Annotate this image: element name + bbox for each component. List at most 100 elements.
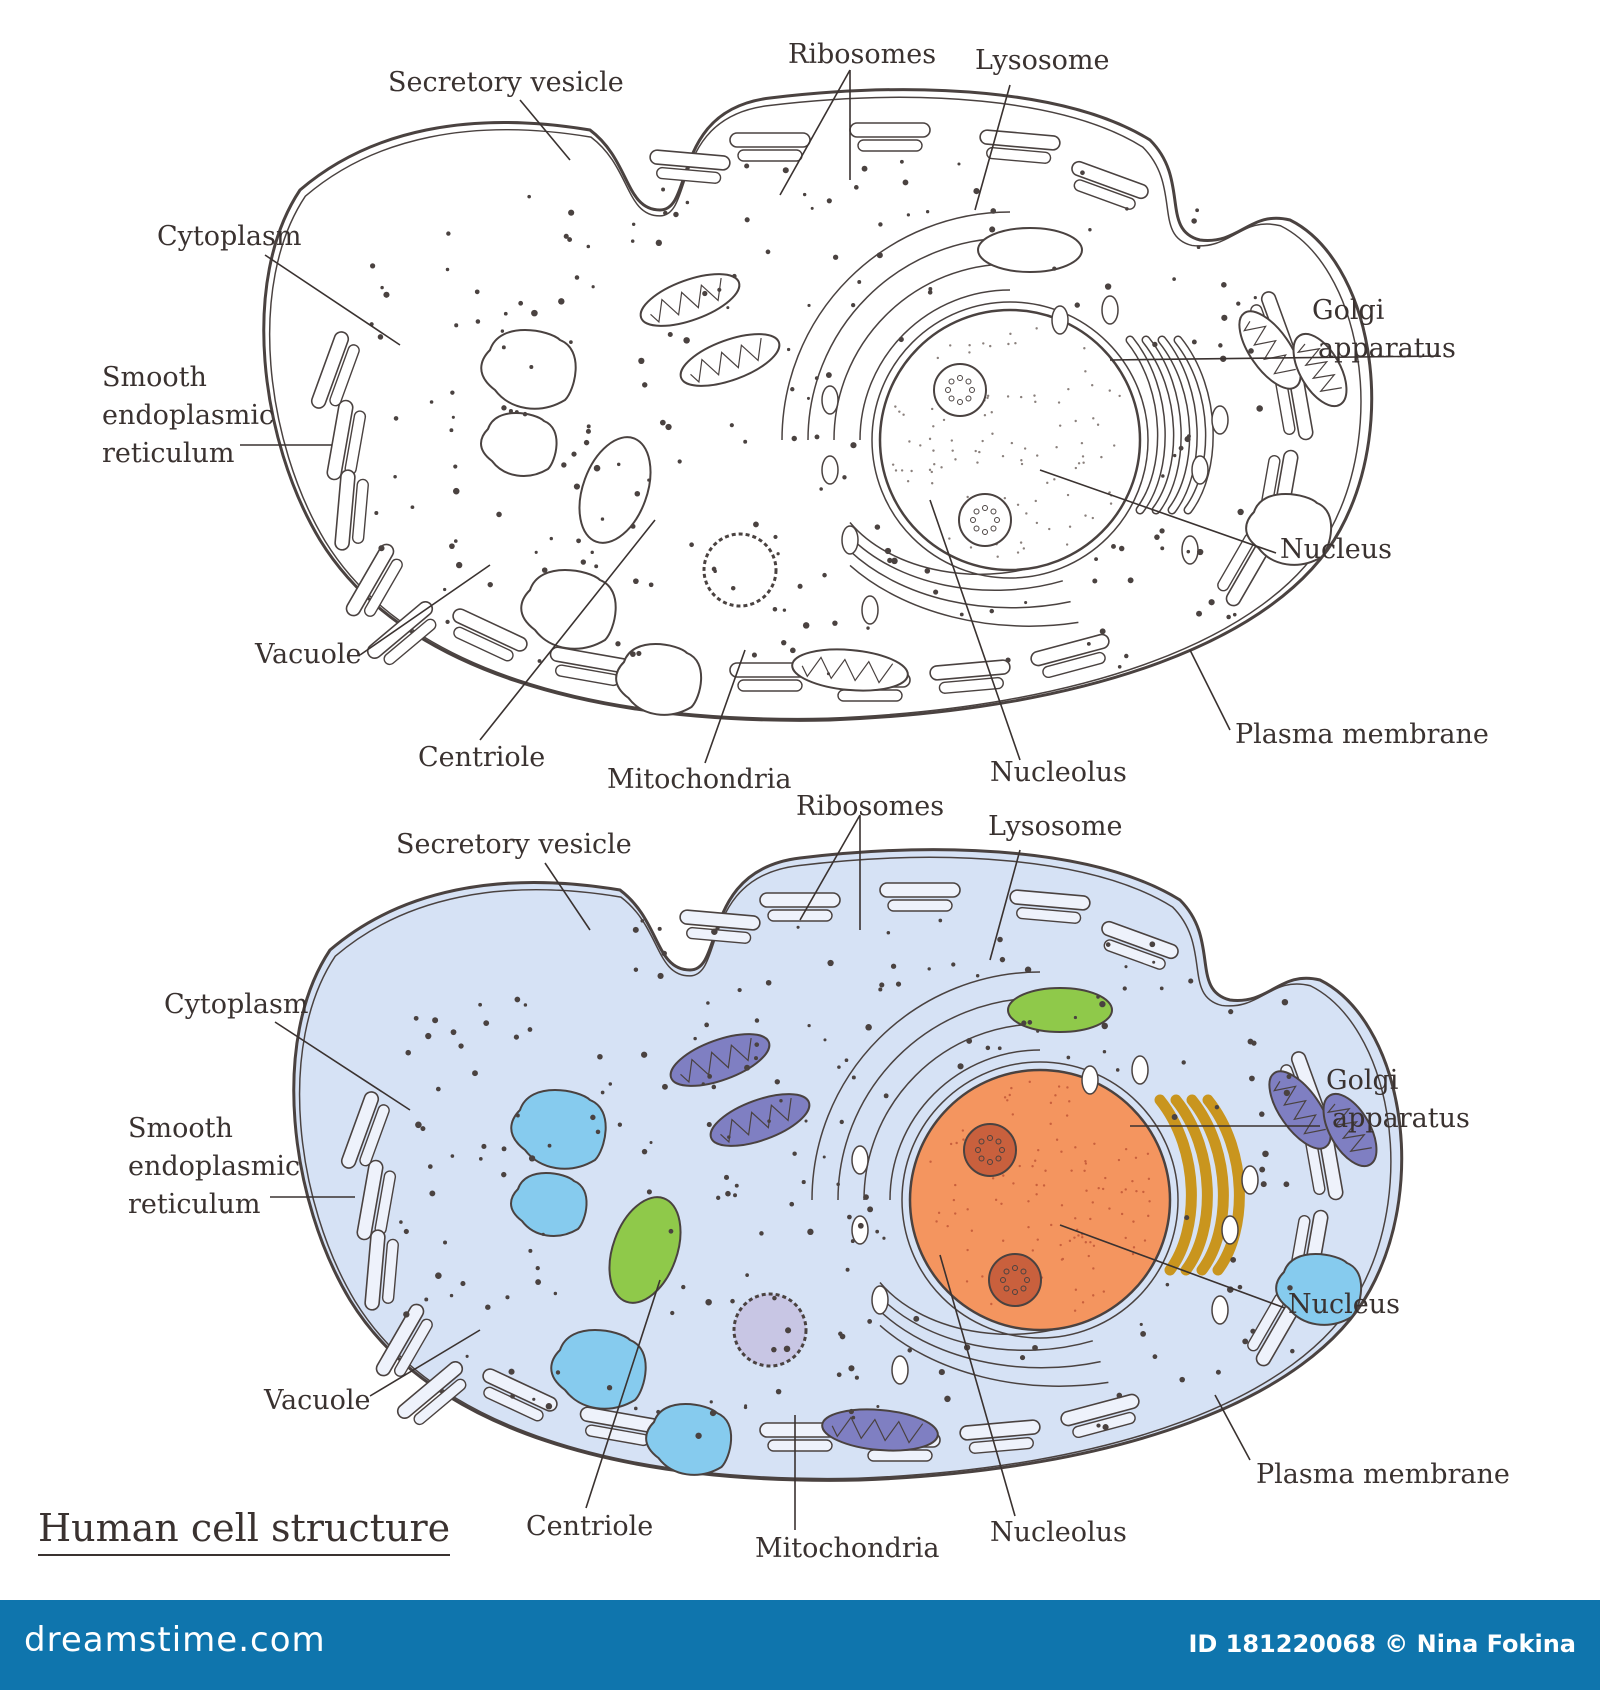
- ribosome-dot: [802, 192, 807, 197]
- ribosome-dot: [754, 1018, 760, 1023]
- ribosome-dot: [1052, 266, 1057, 271]
- ribosome-dot: [449, 1293, 454, 1298]
- chromatin-dot: [1035, 1193, 1038, 1196]
- smooth-er-cisterna: [986, 146, 1052, 164]
- nucleus: [878, 308, 1142, 572]
- ribosome-dot: [727, 1135, 731, 1139]
- ribosome-dot: [633, 1406, 638, 1411]
- ribosome-dot: [574, 275, 580, 280]
- ribosome-dot: [449, 543, 455, 550]
- smooth-er-cisterna: [879, 882, 961, 898]
- ribosome-dot: [535, 1279, 542, 1285]
- chromatin-dot: [1073, 1236, 1076, 1239]
- ribosome-dot: [933, 589, 939, 595]
- smooth-er-cisterna: [867, 1449, 933, 1462]
- rough-er-arc: [781, 211, 1011, 441]
- ribosome-dot: [796, 925, 800, 929]
- mitochondrion-crista: [1243, 321, 1296, 375]
- ribosome-dot: [659, 419, 666, 426]
- ribosome-dot: [906, 213, 910, 217]
- vesicle-body: [578, 436, 652, 544]
- ribosome-dot: [435, 1272, 442, 1279]
- chromatin-dot: [1067, 387, 1070, 391]
- ribosome-dot: [1196, 245, 1201, 250]
- ribosome-dot: [732, 273, 737, 279]
- chromatin-dot: [970, 1229, 974, 1232]
- chromatin-dot: [990, 411, 993, 414]
- ribosome-dot: [938, 1369, 945, 1376]
- ribosome-dot: [445, 267, 450, 272]
- ribosome-dot: [702, 290, 708, 297]
- nucleolus-granule: [982, 529, 988, 535]
- ribosome-dot: [924, 568, 931, 574]
- nucleolus-granule: [1020, 1268, 1027, 1275]
- rough-er-arc: [879, 1296, 1094, 1351]
- ribosome-dot: [779, 1099, 783, 1103]
- smooth-er-cisterna: [452, 608, 528, 652]
- ribosome-dot: [1221, 314, 1228, 321]
- ribosome-dot: [1099, 1000, 1106, 1008]
- chromatin-dot: [932, 449, 935, 452]
- small-vesicle: [821, 455, 839, 485]
- ribosome-dot: [847, 1214, 852, 1220]
- ribosome-dot: [661, 950, 667, 957]
- chromatin-dot: [1035, 327, 1038, 330]
- ribosome-dot: [505, 1295, 510, 1300]
- ribosome-dot: [737, 987, 742, 993]
- chromatin-dot: [935, 1220, 938, 1223]
- smooth-er-cisterna: [1103, 939, 1166, 970]
- chromatin-dot: [1074, 1288, 1078, 1291]
- chromatin-dot: [951, 449, 954, 452]
- golgi-cisterna: [1186, 1094, 1229, 1276]
- ribosome-dot: [429, 400, 434, 404]
- ribosome-dot: [726, 306, 730, 310]
- ribosome-dot: [848, 1408, 855, 1415]
- ribosome-dot: [704, 1022, 710, 1028]
- ribosome-dot: [1161, 474, 1165, 478]
- chromatin-dot: [954, 1212, 957, 1215]
- ribosome-dot: [485, 1304, 491, 1310]
- chromatin-dot: [902, 413, 905, 416]
- chromatin-dot: [1120, 1212, 1124, 1216]
- ribosome-dot: [775, 1388, 782, 1395]
- ribosome-dot: [907, 1348, 912, 1353]
- ribosome-dot: [617, 1122, 623, 1127]
- ribosome-dot: [706, 1001, 710, 1005]
- chromatin-dot: [1008, 1093, 1011, 1097]
- ribosome-dot: [802, 622, 810, 629]
- ribosome-dot: [641, 1051, 648, 1058]
- label-cytoplasm-top: Cytoplasm: [157, 221, 302, 252]
- ribosome-dot: [878, 987, 883, 992]
- ribosome-dot: [1253, 296, 1257, 300]
- chromatin-dot: [1081, 455, 1085, 458]
- ribosome-dot: [532, 1397, 536, 1401]
- ribosome-dot: [782, 608, 787, 612]
- mitochondrion-crista: [720, 1097, 792, 1144]
- smooth-er-cisterna: [1073, 179, 1136, 210]
- small-vesicle: [1131, 1055, 1149, 1085]
- chromatin-dot: [966, 1208, 969, 1211]
- ribosome-dot: [681, 1284, 686, 1290]
- ribosome-dot: [478, 1157, 483, 1161]
- ribosome-dot: [1125, 207, 1129, 211]
- smooth-er-cisterna: [396, 1360, 464, 1420]
- chromatin-dot: [983, 414, 987, 417]
- ribosome-dot: [774, 1079, 780, 1085]
- ribosome-dot: [1124, 653, 1129, 659]
- ribosome-dot: [1024, 601, 1028, 605]
- chromatin-dot: [981, 439, 984, 443]
- ribosome-dot: [985, 1045, 991, 1051]
- ribosome-dot: [1281, 998, 1289, 1006]
- ribosome-dot: [861, 165, 868, 172]
- chromatin-dot: [1142, 1190, 1145, 1194]
- ribosome-dot: [902, 179, 909, 186]
- centriole: [732, 1292, 808, 1368]
- ribosome-dot: [535, 1265, 540, 1271]
- ribosome-dot: [850, 1239, 855, 1244]
- ribosome-dot: [481, 1143, 487, 1149]
- smooth-er-cisterna: [837, 689, 903, 702]
- smooth-er-cisterna: [959, 1419, 1041, 1441]
- smooth-er-cisterna: [887, 899, 953, 912]
- ribosome-dot: [474, 289, 480, 295]
- label-lysosome-top: Lysosome: [975, 45, 1110, 76]
